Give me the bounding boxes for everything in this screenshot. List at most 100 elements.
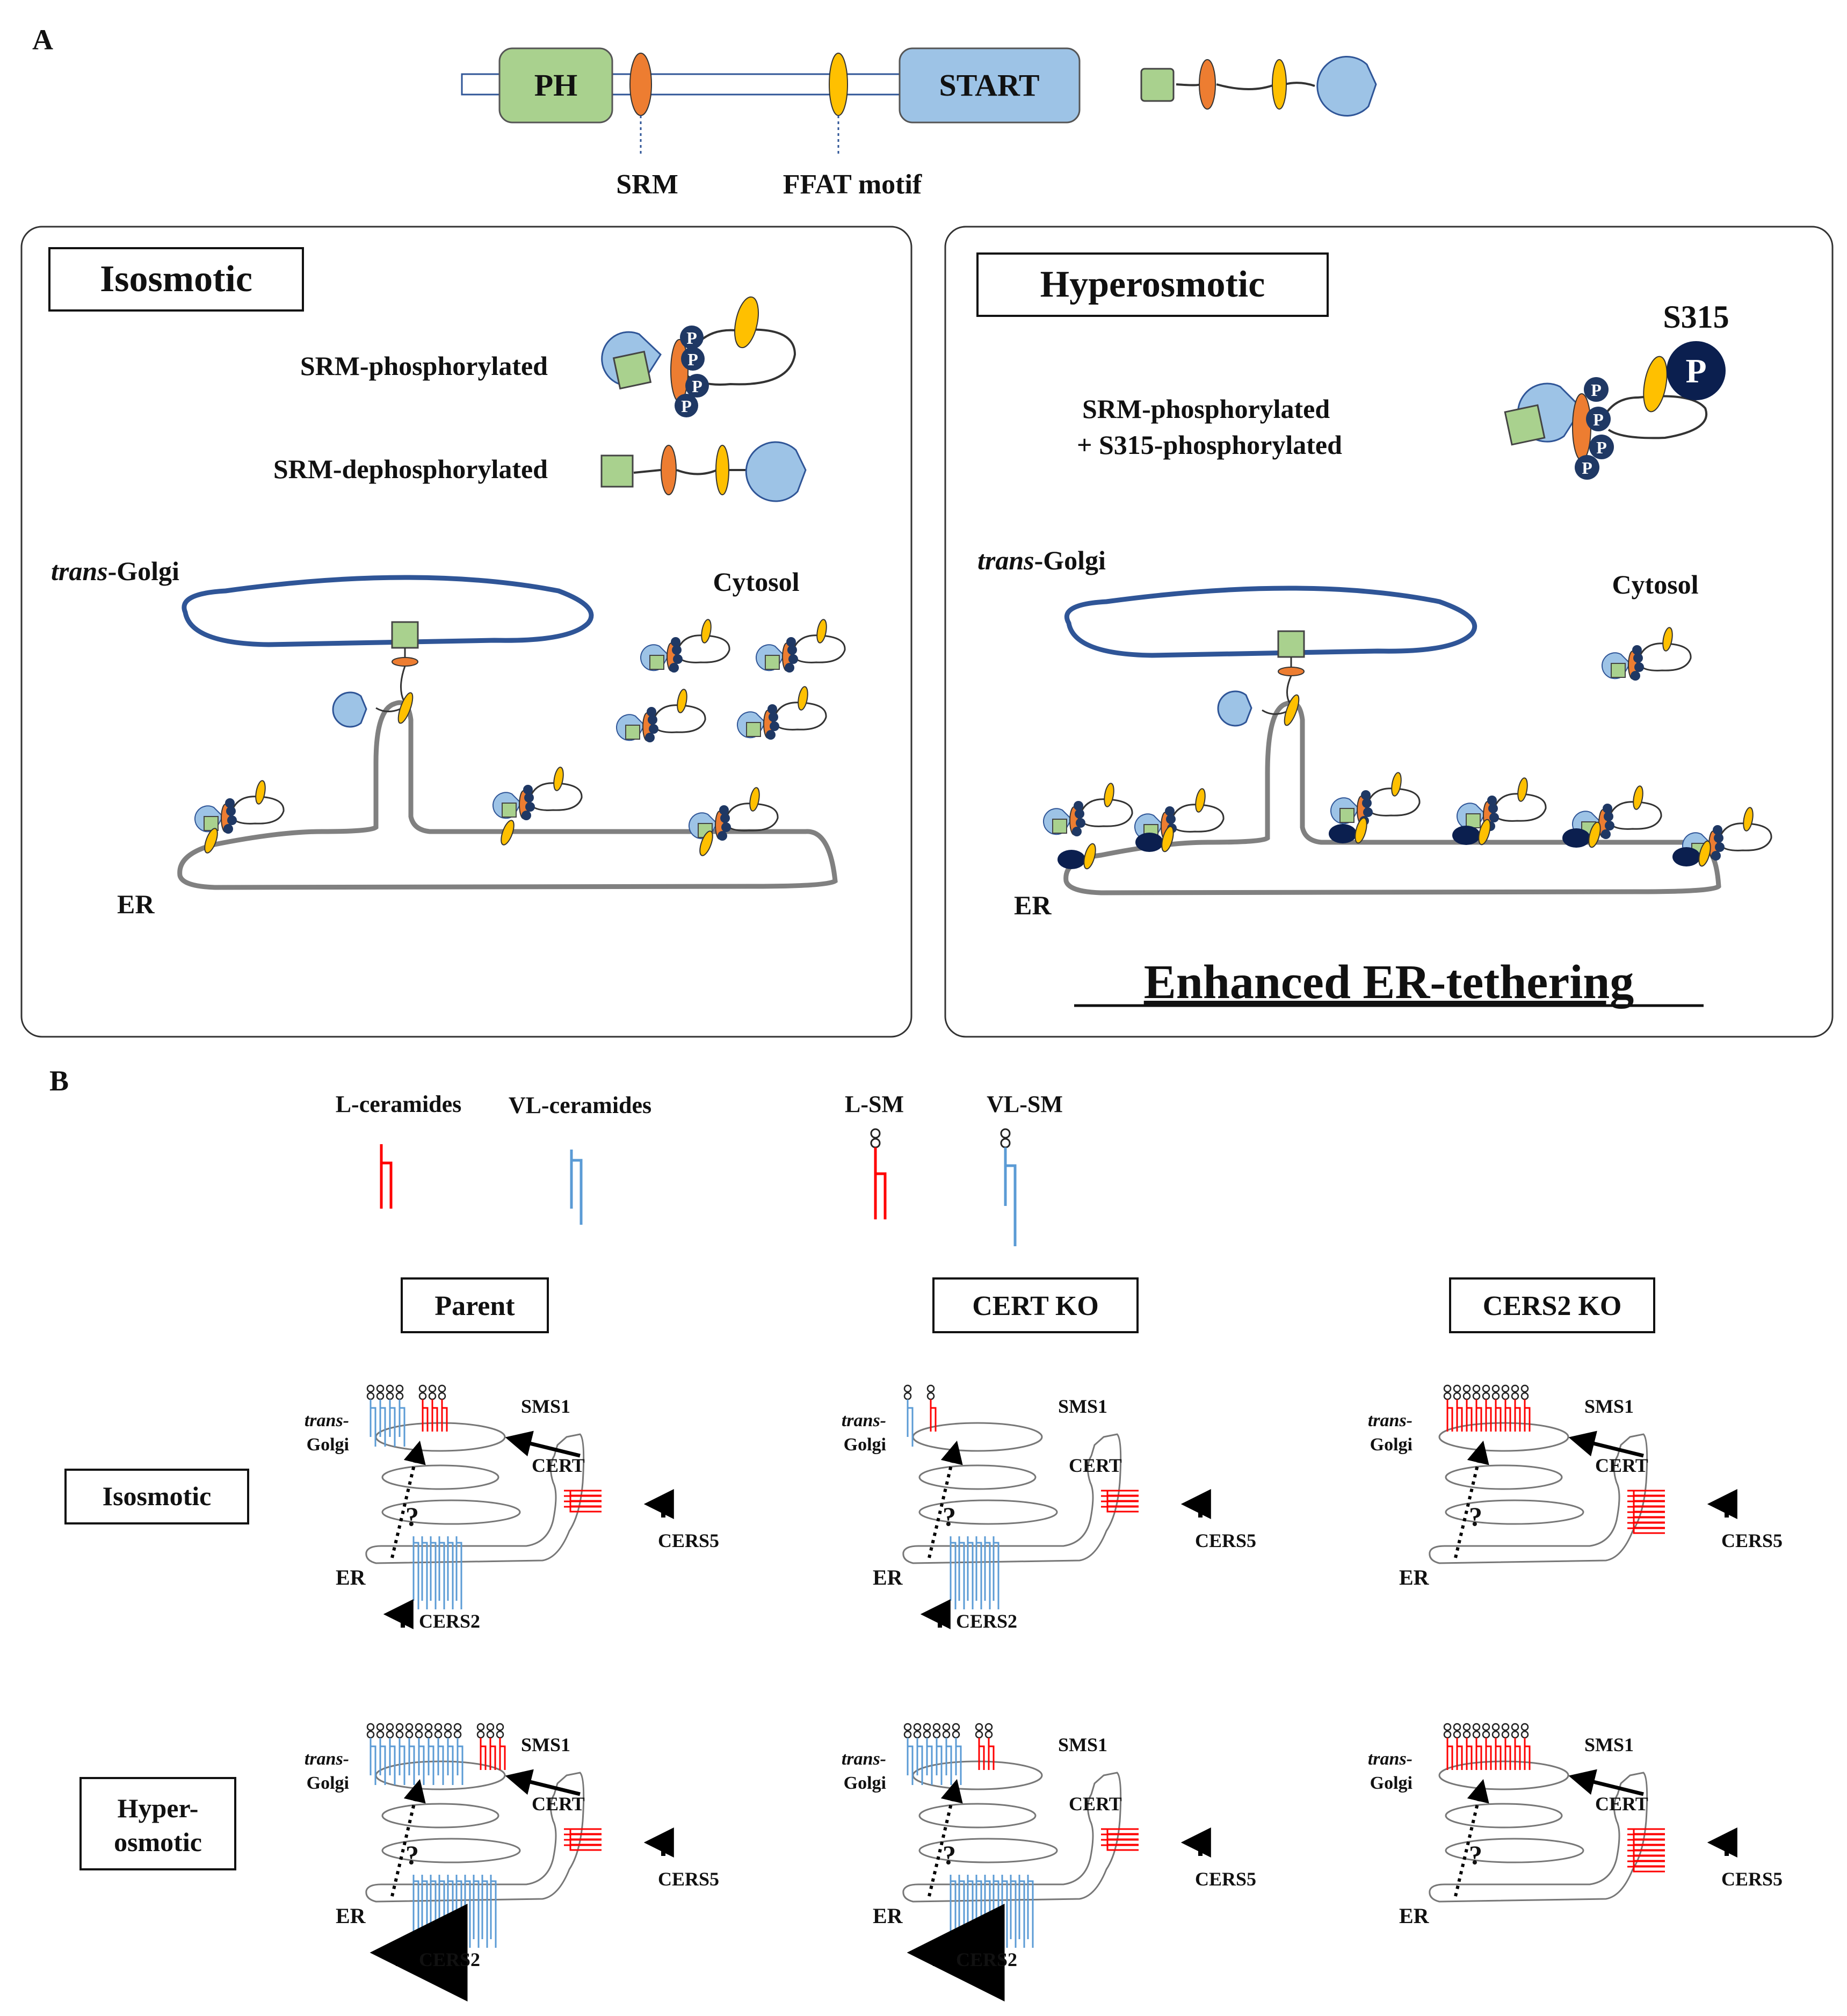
s315-phospho-blob bbox=[1562, 828, 1590, 848]
sms1-label: SMS1 bbox=[1584, 1734, 1634, 1755]
vl-sm-mark bbox=[376, 1384, 386, 1447]
row-box-hyperosmotic bbox=[79, 1777, 236, 1870]
cert-label: CERT bbox=[1069, 1455, 1122, 1476]
cers5-label: CERS5 bbox=[1721, 1868, 1783, 1890]
vl-ceramide-mark bbox=[950, 1875, 957, 1948]
vl-ceramide-mark bbox=[447, 1875, 454, 1948]
hyper-srm-phosphorylated-label: SRM-phosphorylated bbox=[1082, 394, 1330, 424]
s315-phospho-p: P bbox=[1685, 352, 1706, 390]
hyper-tethering-cert bbox=[1217, 630, 1305, 727]
cers5-label: CERS5 bbox=[1195, 1868, 1256, 1890]
column-headers: Parent CERT KO CERS2 KO bbox=[401, 1277, 1655, 1333]
trans-label: trans- bbox=[305, 1749, 349, 1769]
trans-label: trans- bbox=[842, 1749, 886, 1769]
header-box-cers2-ko bbox=[1449, 1277, 1655, 1333]
vl-sm-mark bbox=[366, 1384, 376, 1447]
vl-ceramide-mark bbox=[447, 1536, 454, 1609]
srm-icon bbox=[1199, 59, 1216, 110]
vl-sm-mark bbox=[453, 1723, 463, 1785]
l-sm-mark bbox=[1501, 1723, 1511, 1770]
panel-b-letter: B bbox=[49, 1065, 69, 1097]
vl-ceramide-mark bbox=[430, 1875, 437, 1948]
legend-vl-sm: VL-SM bbox=[987, 1091, 1063, 1117]
question-mark: ? bbox=[405, 1501, 419, 1531]
phospho-p-label: P bbox=[1591, 380, 1602, 400]
l-ceramide-mark bbox=[1101, 1506, 1139, 1513]
golgi-cisterna bbox=[1445, 1803, 1563, 1829]
l-ceramide-mark bbox=[1627, 1527, 1665, 1534]
enhanced-er-tethering-caption: Enhanced ER-tethering bbox=[1144, 956, 1634, 1009]
golgi-cisterna bbox=[1445, 1499, 1584, 1525]
cert-label: CERT bbox=[532, 1455, 585, 1476]
s315-phospho-blob bbox=[1329, 824, 1357, 843]
hyper-er-label: ER bbox=[1014, 890, 1052, 920]
s315-label: S315 bbox=[1663, 299, 1729, 335]
ffat-er-contact bbox=[1478, 819, 1491, 846]
iso-er-label: ER bbox=[117, 889, 155, 919]
cert-transport-arrow bbox=[505, 1430, 581, 1458]
er-outline bbox=[902, 1772, 1122, 1903]
ffat-er-contact bbox=[699, 830, 713, 856]
phospho-p-label: P bbox=[1582, 458, 1592, 478]
vl-ceramide-mark bbox=[975, 1875, 982, 1948]
l-sm-mark bbox=[1462, 1723, 1473, 1770]
cers2-label: CERS2 bbox=[956, 1610, 1017, 1632]
srm-motif bbox=[629, 53, 652, 116]
cers5-arrow-icon bbox=[643, 1827, 674, 1858]
er-outline bbox=[1429, 1772, 1648, 1903]
question-mark: ? bbox=[1469, 1501, 1482, 1531]
golgi-cisterna bbox=[918, 1803, 1037, 1829]
l-sm-mark bbox=[1443, 1723, 1453, 1770]
golgi-cisterna bbox=[918, 1464, 1037, 1490]
cert-label: CERT bbox=[532, 1793, 585, 1815]
vl-sm-mark bbox=[415, 1723, 425, 1785]
header-cers2-ko: CERS2 KO bbox=[1483, 1291, 1622, 1321]
vl-ceramide-mark bbox=[1018, 1875, 1025, 1948]
phospho-p-label: P bbox=[687, 350, 698, 369]
sms1-label: SMS1 bbox=[521, 1734, 570, 1755]
cert-label: CERT bbox=[1069, 1793, 1122, 1815]
vl-sm-mark bbox=[444, 1723, 454, 1785]
l-ceramide-mark bbox=[1627, 1500, 1665, 1507]
l-ceramide-mark bbox=[1101, 1833, 1139, 1840]
small-cert-complex bbox=[1602, 627, 1692, 681]
trans-label: trans- bbox=[305, 1411, 349, 1430]
er-outline bbox=[1429, 1433, 1648, 1564]
start-domain-label: START bbox=[939, 68, 1039, 103]
l-sm-mark bbox=[1491, 1723, 1502, 1770]
vl-sm-mark bbox=[376, 1723, 386, 1785]
vl-ceramide-mark bbox=[473, 1875, 480, 1948]
cers5-label: CERS5 bbox=[1721, 1530, 1783, 1551]
question-mark: ? bbox=[1469, 1840, 1482, 1870]
l-sm-mark bbox=[1520, 1723, 1531, 1770]
golgi-label: Golgi bbox=[844, 1435, 886, 1455]
l-ceramide-mark bbox=[564, 1844, 602, 1851]
l-ceramide-mark bbox=[1627, 1490, 1665, 1497]
lipid-legend: L-ceramides VL-ceramides L-SM VL-SM bbox=[336, 1091, 1063, 1246]
small-cert-complex bbox=[640, 619, 730, 673]
cers5-arrow-icon bbox=[1707, 1489, 1737, 1519]
vl-ceramide-mark bbox=[490, 1875, 497, 1948]
golgi-cisterna bbox=[381, 1499, 521, 1525]
vl-ceramide-mark bbox=[430, 1536, 437, 1609]
l-sm-mark bbox=[1482, 1384, 1492, 1432]
hyper-phosphorylated-cert-icon: P P P P P bbox=[1504, 341, 1726, 480]
start-domain bbox=[899, 47, 1081, 124]
vl-ceramide-mark bbox=[984, 1536, 991, 1609]
cert-label: CERT bbox=[1595, 1793, 1648, 1815]
sms1-label: SMS1 bbox=[1058, 1396, 1107, 1417]
small-cert-complex bbox=[492, 767, 583, 820]
er-outline bbox=[365, 1433, 585, 1564]
srm-dephosphorylated-label: SRM-dephosphorylated bbox=[273, 454, 548, 484]
vl-sm-glyph bbox=[1000, 1128, 1017, 1246]
l-ceramide-mark bbox=[564, 1495, 602, 1502]
l-sm-mark bbox=[1482, 1723, 1492, 1770]
header-box-parent bbox=[401, 1277, 549, 1333]
iso-cytosolic-cert-group bbox=[194, 619, 846, 856]
phosphorylated-cert-icon: P P P P bbox=[601, 296, 796, 417]
cers5-label: CERS5 bbox=[658, 1530, 719, 1551]
vl-ceramide-mark bbox=[464, 1875, 471, 1948]
golgi-cisterna bbox=[1445, 1838, 1584, 1863]
l-ceramide-mark bbox=[564, 1833, 602, 1840]
